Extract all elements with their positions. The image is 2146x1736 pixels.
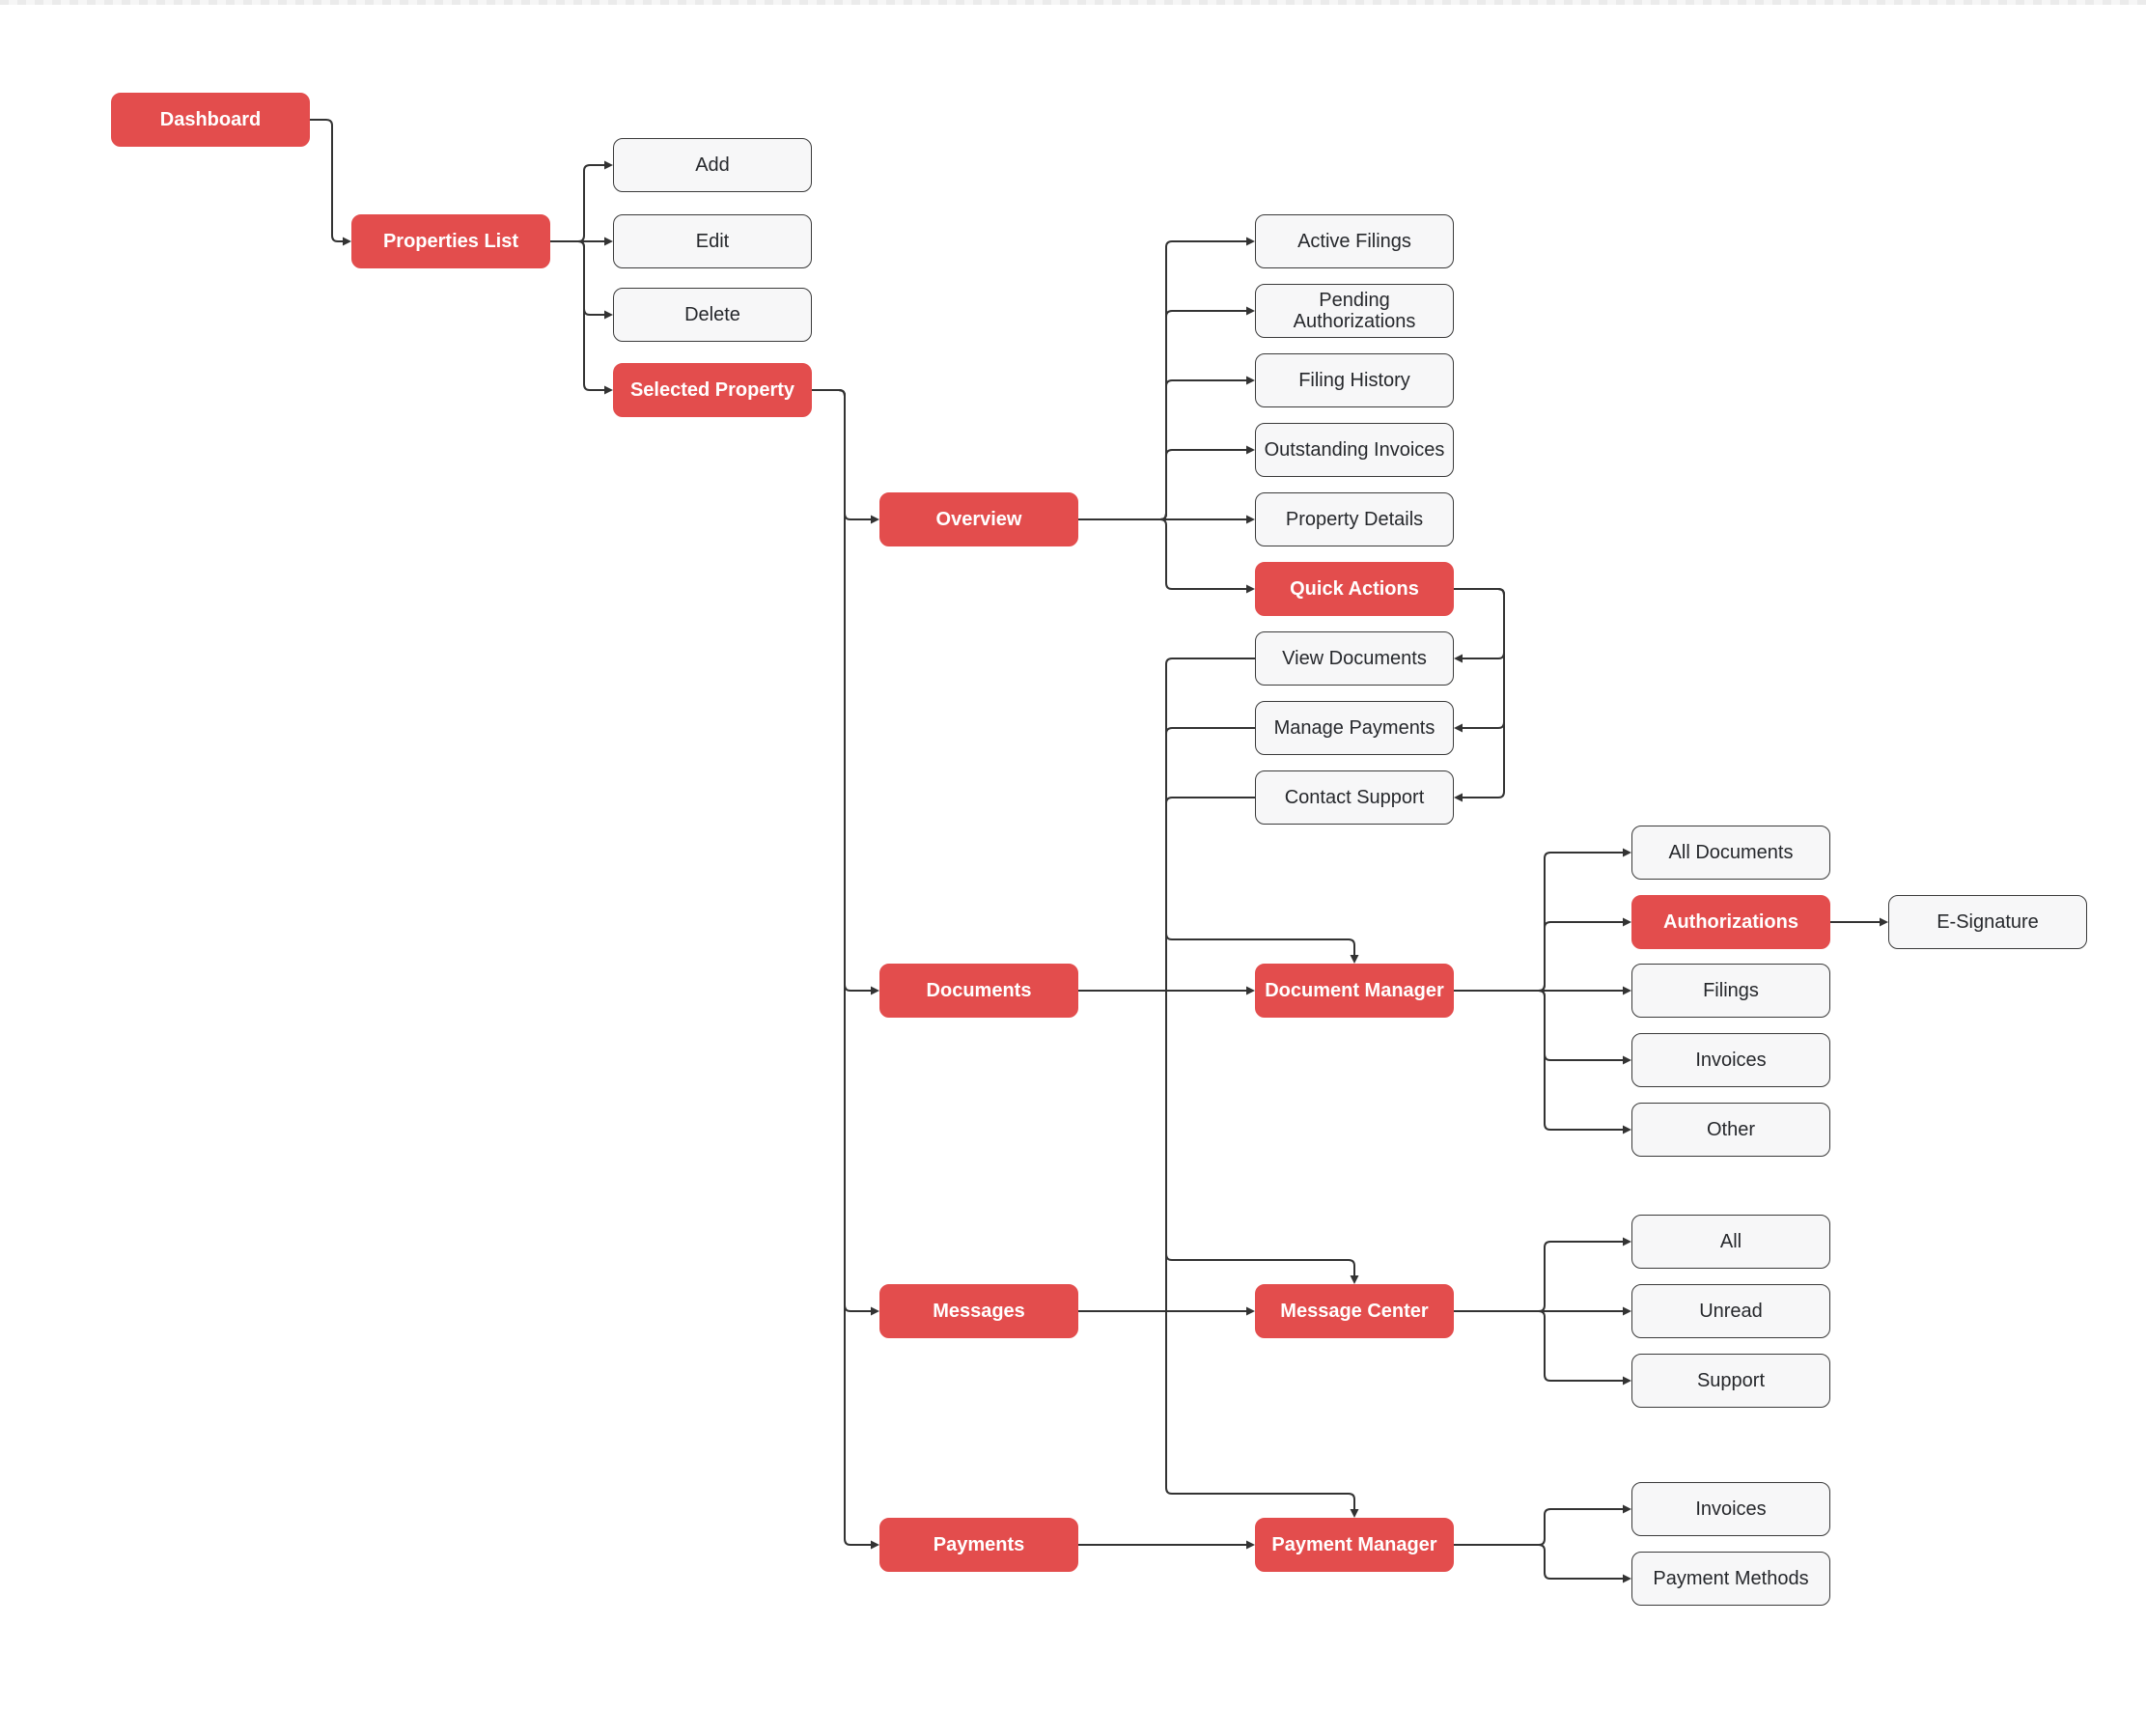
edge-contact-support-to-message-center [1165,797,1359,1284]
node-other-label: Other [1706,1119,1756,1140]
node-payment-methods: Payment Methods [1631,1552,1830,1606]
node-edit-label: Edit [695,231,730,252]
node-all-messages-label: All [1719,1231,1742,1252]
node-add: Add [613,138,812,192]
edge-selected-property-to-messages [812,389,879,1316]
node-view-documents: View Documents [1255,631,1454,686]
node-document-manager: Document Manager [1255,964,1454,1018]
node-filings-label: Filings [1703,980,1759,1001]
node-quick-actions: Quick Actions [1255,562,1454,616]
node-all-documents-label: All Documents [1668,842,1794,863]
node-overview-label: Overview [935,509,1022,530]
edge-quick-actions-to-view-documents [1454,588,1505,663]
node-contact-support-label: Contact Support [1284,787,1425,808]
edge-view-documents-to-document-manager [1165,658,1359,964]
node-authorizations-label: Authorizations [1663,911,1798,933]
node-other: Other [1631,1103,1830,1157]
edge-properties-list-to-delete [550,240,613,320]
node-view-documents-label: View Documents [1282,648,1427,669]
node-all-messages: All [1631,1215,1830,1269]
edge-payment-manager-to-payment-methods [1454,1544,1631,1583]
edge-quick-actions-to-contact-support [1454,588,1505,802]
node-payment-manager-label: Payment Manager [1271,1534,1437,1555]
top-edge-strip [0,0,2146,5]
edge-manage-payments-to-payment-manager [1165,727,1359,1518]
node-messages-label: Messages [933,1301,1025,1322]
node-invoices-documents: Invoices [1631,1033,1830,1087]
node-invoices-payments: Invoices [1631,1482,1830,1536]
edge-document-manager-to-other [1454,990,1631,1134]
node-unread: Unread [1631,1284,1830,1338]
node-dashboard-label: Dashboard [159,109,262,130]
node-manage-payments: Manage Payments [1255,701,1454,755]
node-authorizations: Authorizations [1631,895,1830,949]
node-message-center: Message Center [1255,1284,1454,1338]
edge-overview-to-pending-authorizations [1078,306,1255,520]
node-all-documents: All Documents [1631,826,1830,880]
edge-document-manager-to-authorizations [1454,917,1631,992]
node-dashboard: Dashboard [111,93,310,147]
edge-document-manager-to-invoices [1454,990,1631,1065]
edge-selected-property-to-payments [812,389,879,1550]
node-selected-property-label: Selected Property [629,379,795,401]
node-payments-label: Payments [933,1534,1025,1555]
node-delete: Delete [613,288,812,342]
node-property-details-label: Property Details [1285,509,1424,530]
node-payment-methods-label: Payment Methods [1653,1568,1809,1589]
node-filings: Filings [1631,964,1830,1018]
node-invoices-documents-label: Invoices [1695,1050,1767,1071]
node-overview: Overview [879,492,1078,546]
node-quick-actions-label: Quick Actions [1290,578,1419,600]
node-properties-list-label: Properties List [382,231,519,252]
edge-message-center-to-support [1454,1310,1631,1386]
node-contact-support: Contact Support [1255,770,1454,825]
edge-properties-list-to-add [550,160,613,242]
node-outstanding-invoices-label: Outstanding Invoices [1264,439,1445,461]
edge-properties-list-to-selected-property [550,240,613,395]
node-active-filings-label: Active Filings [1297,231,1411,252]
node-payment-manager: Payment Manager [1255,1518,1454,1572]
node-documents: Documents [879,964,1078,1018]
edge-message-center-to-all [1454,1237,1631,1312]
node-delete-label: Delete [684,304,740,325]
node-e-signature-label: E-Signature [1937,911,2039,933]
node-pending-authorizations: Pending Authorizations [1255,284,1454,338]
node-invoices-payments-label: Invoices [1695,1498,1767,1520]
node-active-filings: Active Filings [1255,214,1454,268]
node-selected-property: Selected Property [613,363,812,417]
node-filing-history: Filing History [1255,353,1454,407]
node-support: Support [1631,1354,1830,1408]
edge-overview-to-outstanding-invoices [1078,445,1255,520]
node-filing-history-label: Filing History [1298,370,1410,391]
node-messages: Messages [879,1284,1078,1338]
node-support-label: Support [1696,1370,1766,1391]
node-outstanding-invoices: Outstanding Invoices [1255,423,1454,477]
node-add-label: Add [695,154,730,176]
node-e-signature: E-Signature [1888,895,2087,949]
edge-selected-property-to-documents [812,389,879,995]
edge-payment-manager-to-invoices [1454,1504,1631,1546]
node-edit: Edit [613,214,812,268]
node-documents-label: Documents [926,980,1032,1001]
node-unread-label: Unread [1699,1301,1763,1322]
node-message-center-label: Message Center [1280,1301,1429,1322]
edge-selected-property-to-overview [812,389,879,524]
node-payments: Payments [879,1518,1078,1572]
node-properties-list: Properties List [351,214,550,268]
node-property-details: Property Details [1255,492,1454,546]
edge-dashboard-to-properties-list [310,119,351,246]
edge-overview-to-quick-actions [1078,518,1255,594]
node-manage-payments-label: Manage Payments [1273,717,1435,739]
node-document-manager-label: Document Manager [1265,980,1444,1001]
node-pending-authorizations-label: Pending Authorizations [1293,290,1416,332]
